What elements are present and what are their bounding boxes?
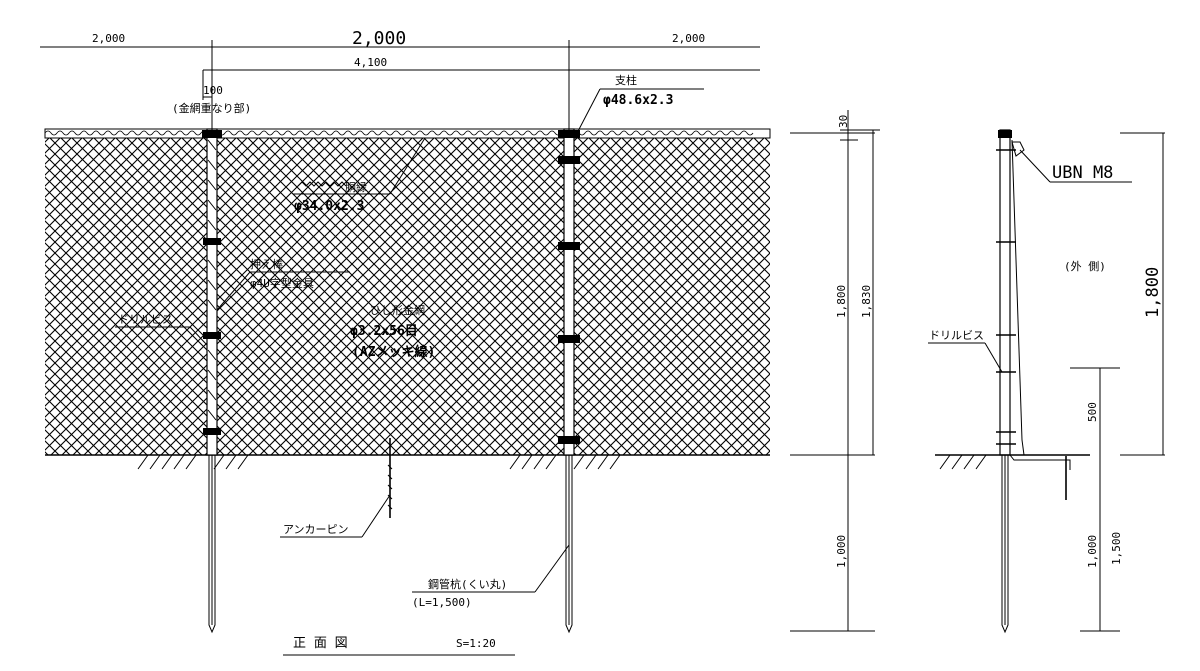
dim-top-left: 2,000 <box>92 32 125 45</box>
dim-right-30: 30 <box>837 115 850 128</box>
anchor-pin-callout <box>280 494 391 538</box>
drill-screw-side-callout <box>928 342 1003 373</box>
drill-screw-side-label: ドリルビス <box>929 329 984 342</box>
bolt-callout <box>1019 149 1132 183</box>
dim-side-1500: 1,500 <box>1110 532 1123 565</box>
drill-screw-front-callout <box>115 326 208 346</box>
wire-mesh-panel <box>45 133 770 455</box>
dim-overlap: 100 <box>203 84 223 97</box>
post-title: 支柱 <box>615 73 637 87</box>
side-dimensions <box>1070 132 1165 632</box>
dim-top-right: 2,000 <box>672 32 705 45</box>
anchor-pin-label: アンカーピン <box>283 523 349 536</box>
top-rail-callout <box>293 137 426 195</box>
dim-top-center: 2,000 <box>352 28 406 49</box>
dim-side-500: 500 <box>1086 402 1099 422</box>
side-view <box>935 129 1090 634</box>
outside-label: (外 側) <box>1064 260 1106 273</box>
ground-hatch-left <box>137 454 249 470</box>
view-scale: S=1:20 <box>456 637 496 650</box>
top-dimensions <box>40 40 760 135</box>
post-spec: φ48.6x2.3 <box>603 93 673 108</box>
bolt-label: UBN M8 <box>1052 163 1113 183</box>
pile-callout <box>412 544 570 593</box>
pile-spec: (L=1,500) <box>412 596 472 609</box>
mesh-spec: φ3.2x56目 <box>350 324 418 339</box>
clamp-callout <box>216 271 350 311</box>
dim-right-1830: 1,830 <box>860 285 873 318</box>
clamp-spec: φ4U字型金具 <box>250 276 314 290</box>
vertical-dimensions <box>790 110 880 632</box>
mesh-title: ひし形金網 <box>370 303 425 317</box>
anchor-pin <box>387 438 393 518</box>
top-rail-title: 胴縁 <box>345 180 367 194</box>
overlap-note: (金網重なり部) <box>172 101 251 115</box>
dim-side-1800: 1,800 <box>1143 267 1163 318</box>
mesh-note: (AZメッキ線) <box>352 344 435 360</box>
top-rail-spec: φ34.0x2.3 <box>294 199 364 214</box>
pile-title: 鋼管杭(くい丸) <box>428 577 507 591</box>
clamp-title: 押え棒 <box>250 257 283 271</box>
view-title: 正 面 図 <box>293 636 348 651</box>
side-post <box>999 129 1011 456</box>
top-rail-knuckles <box>44 130 754 136</box>
dim-right-1800: 1,800 <box>835 285 848 318</box>
dim-side-1000: 1,000 <box>1086 535 1099 568</box>
dim-right-1000: 1,000 <box>835 535 848 568</box>
ground-hatch-center <box>509 454 621 470</box>
drill-screw-front-label: ドリルビス <box>118 313 173 326</box>
top-rail <box>44 128 771 139</box>
post-callout <box>574 88 704 138</box>
front-view: 2,000 2,000 2,000 4,100 100 (金網重なり部) 支柱 … <box>40 28 771 656</box>
dim-second: 4,100 <box>354 56 387 69</box>
